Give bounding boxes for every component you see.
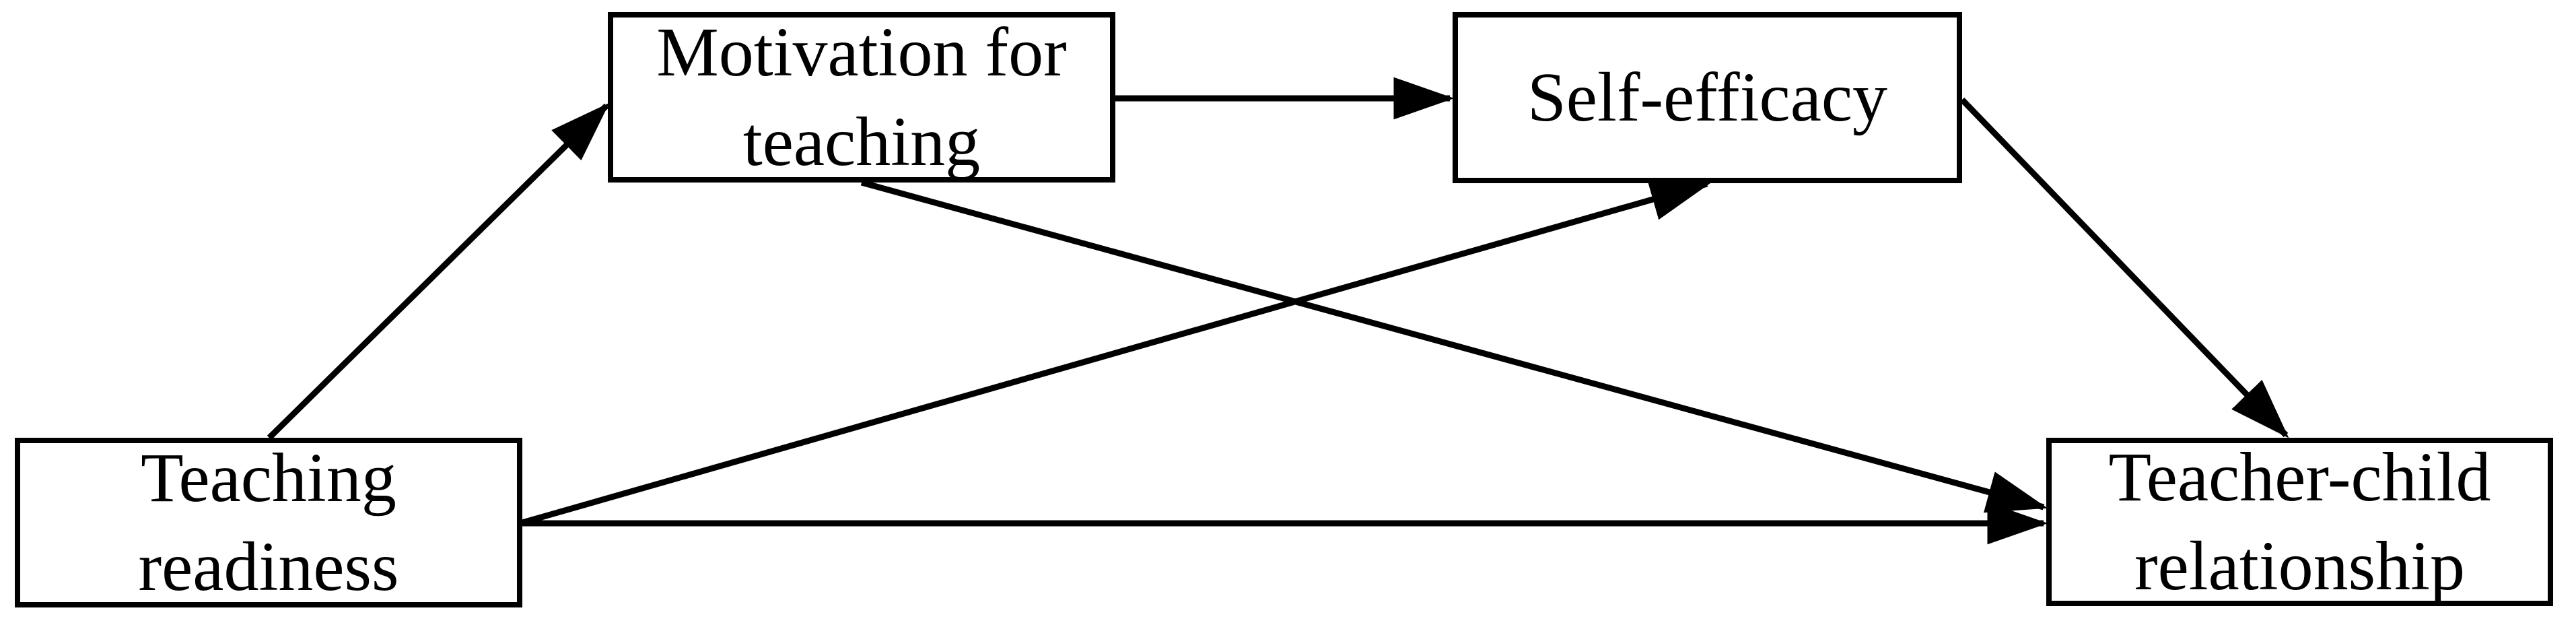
node-motivation-for-teaching: Motivation for teaching xyxy=(608,12,1115,183)
node-teacher-child-relationship: Teacher-child relationship xyxy=(2046,438,2553,606)
node-self-efficacy-label: Self-efficacy xyxy=(1527,58,1888,136)
node-motivation-for-teaching-label: Motivation for teaching xyxy=(656,13,1067,180)
arrow-motivation-to-teacher-child xyxy=(860,179,2048,513)
node-teaching-readiness: Teaching readiness xyxy=(15,438,522,607)
node-teacher-child-relationship-label: Teacher-child relationship xyxy=(2108,438,2491,605)
arrow-teaching-readiness-to-self-efficacy xyxy=(521,178,1712,526)
arrow-self-efficacy-to-teacher-child xyxy=(1959,97,2289,438)
arrow-teaching-readiness-to-motivation xyxy=(267,102,610,440)
node-self-efficacy: Self-efficacy xyxy=(1453,12,1962,183)
node-teaching-readiness-label: Teaching readiness xyxy=(138,438,399,605)
